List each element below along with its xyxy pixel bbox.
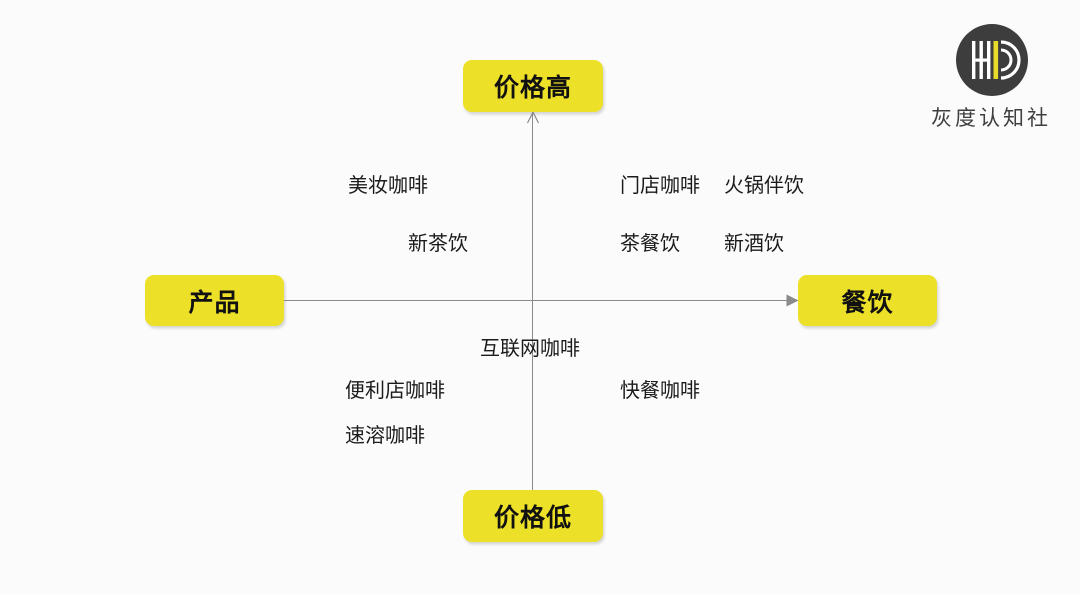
item-label: 新酒饮 [724,231,784,255]
axis-label-price-high[interactable]: 价格高 [463,60,603,112]
brand-name: 灰度认知社 [931,106,1051,130]
axis-label-catering[interactable]: 餐饮 [798,275,937,326]
arrow-up-icon [526,110,540,125]
item-label: 门店咖啡 [620,173,700,197]
horizontal-axis-line [284,300,798,301]
axis-label-product[interactable]: 产品 [145,275,284,326]
item-label: 新茶饮 [408,231,468,255]
item-label-center: 互联网咖啡 [480,336,580,360]
item-label: 美妆咖啡 [348,173,428,197]
item-label: 火锅伴饮 [724,173,804,197]
item-label: 茶餐饮 [620,231,680,255]
axis-label-price-low[interactable]: 价格低 [463,490,603,542]
item-label: 快餐咖啡 [620,378,700,402]
brand-logo: 灰度认知社 [928,24,1054,134]
arrow-right-icon [786,293,800,308]
item-label: 速溶咖啡 [345,423,425,447]
vertical-axis-line [532,111,533,491]
hd-monogram-icon [956,24,1028,96]
item-label: 便利店咖啡 [345,378,445,402]
